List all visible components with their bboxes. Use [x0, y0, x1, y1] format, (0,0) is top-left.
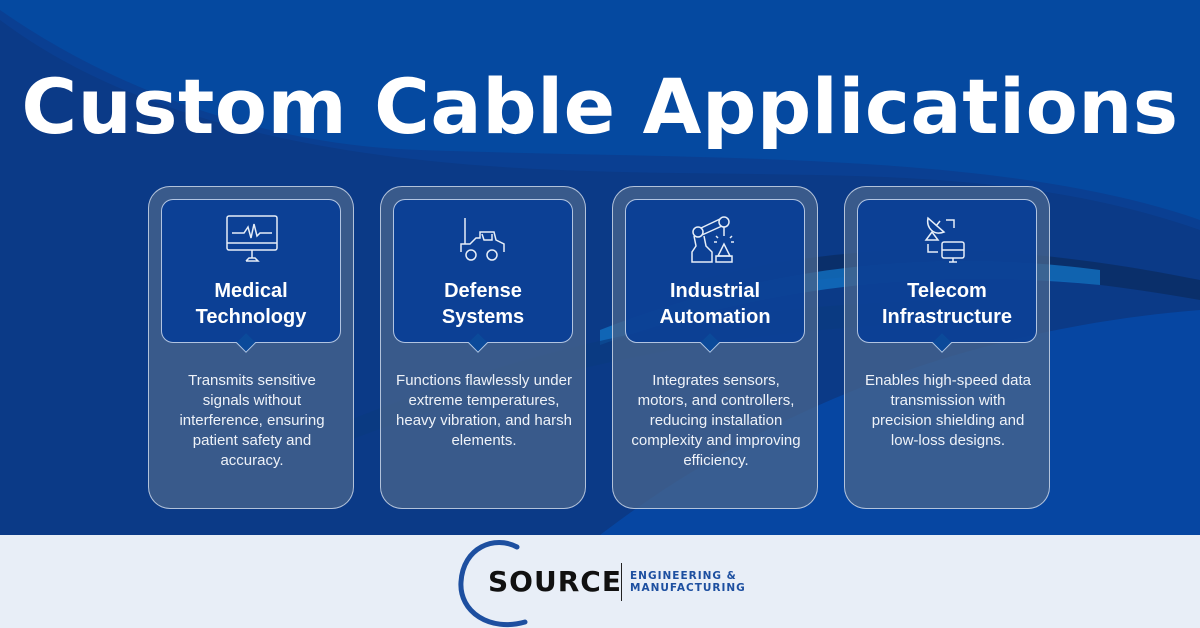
card-title-line: Industrial — [669, 280, 760, 302]
card-description: Transmits sensitive signals without inte… — [179, 372, 325, 469]
medical-monitor-icon — [226, 215, 278, 262]
card-description: Integrates sensors, motors, and controll… — [631, 372, 801, 469]
card-title: Industrial Automation — [626, 278, 804, 330]
card-header: Telecom Infrastructure — [857, 199, 1037, 343]
footer — [0, 535, 1200, 628]
card-title: Defense Systems — [394, 278, 572, 330]
satellite-network-icon — [924, 216, 965, 263]
logo-arc-icon — [458, 540, 528, 628]
logo-tagline-line: MANUFACTURING — [630, 582, 746, 594]
card-header: Defense Systems — [393, 199, 573, 343]
card-defense-systems: Defense Systems Functions flawlessly und… — [380, 186, 586, 509]
card-header: Medical Technology — [161, 199, 341, 343]
card-title-line: Medical — [214, 280, 288, 302]
card-telecom-infrastructure: Telecom Infrastructure Enables high-spee… — [844, 186, 1050, 509]
robotic-arm-icon — [691, 216, 734, 263]
card-title-line: Automation — [659, 306, 771, 328]
card-title-line: Systems — [441, 306, 525, 328]
logo-divider — [621, 563, 622, 601]
logo-tagline: ENGINEERING & MANUFACTURING — [630, 570, 746, 594]
card-medical-technology: Medical Technology Transmits sensitive s… — [148, 186, 354, 509]
card-description: Enables high-speed data transmission wit… — [865, 372, 1031, 449]
card-header: Industrial Automation — [625, 199, 805, 343]
military-vehicle-icon — [460, 218, 505, 261]
page-title: Custom Cable Applications — [21, 62, 1179, 151]
card-title-line: Infrastructure — [881, 306, 1013, 328]
logo-wordmark: SOURCE — [488, 565, 622, 598]
card-title: Medical Technology — [162, 278, 340, 330]
card-title-line: Defense — [444, 280, 522, 302]
card-industrial-automation: Industrial Automation Integrates sensors… — [612, 186, 818, 509]
logo-tagline-line: ENGINEERING & — [630, 570, 737, 582]
card-title-line: Technology — [195, 306, 307, 328]
card-title-line: Telecom — [907, 280, 987, 302]
card-description: Functions flawlessly under extreme tempe… — [396, 372, 572, 449]
card-title: Telecom Infrastructure — [858, 278, 1036, 330]
